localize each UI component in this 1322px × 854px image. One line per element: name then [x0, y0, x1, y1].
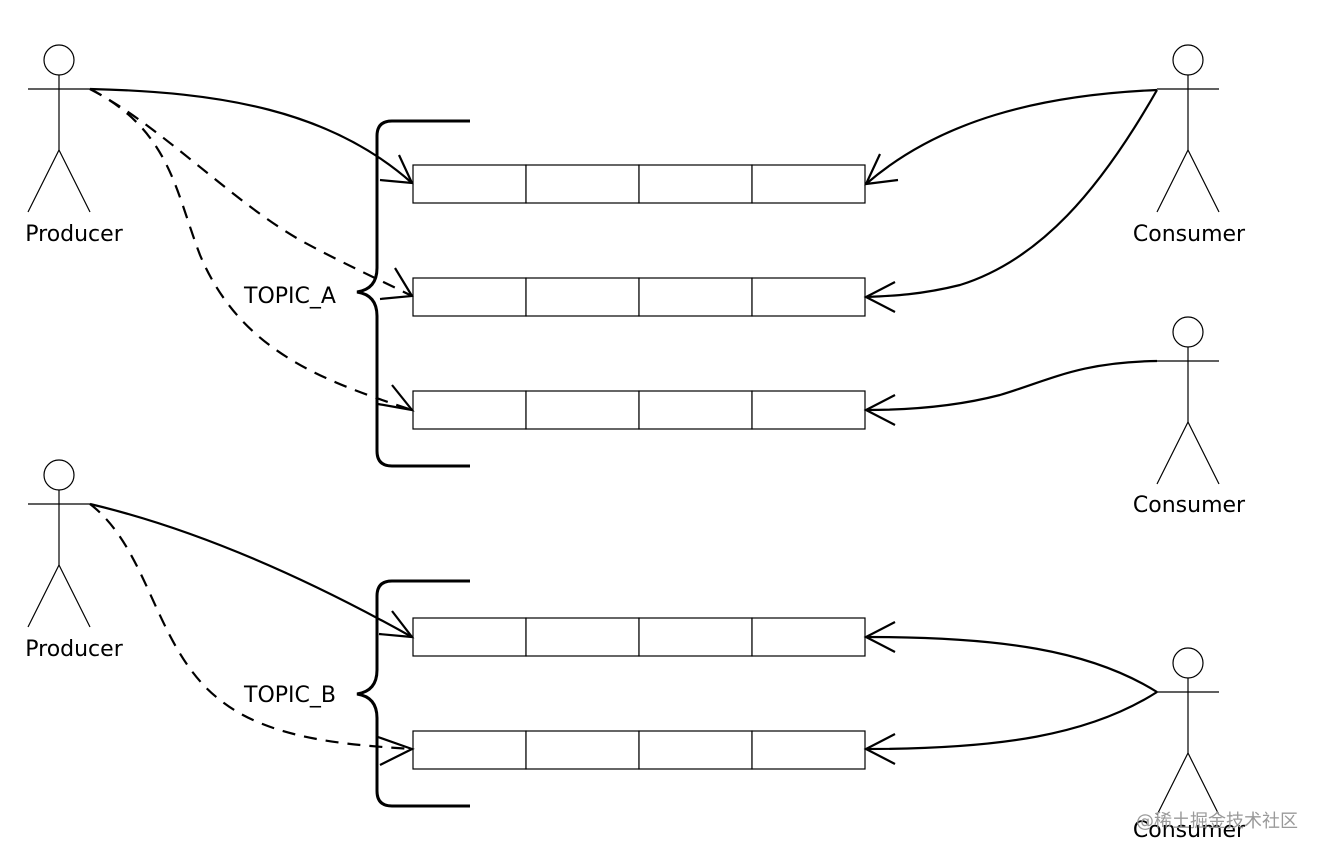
queue-cell: [525, 164, 640, 204]
queue-cell: [751, 617, 866, 657]
arrowhead: [863, 621, 896, 653]
queue-cell: [751, 277, 866, 317]
queue-cell: [638, 390, 753, 430]
actor-consumer-3: Consumer: [1133, 647, 1246, 843]
consumer-1-label: Consumer: [1133, 222, 1246, 247]
arrow-producer-a-to-topic-a-queue-1: [89, 87, 413, 184]
queue-cell: [525, 617, 640, 657]
topic-a-queue-2: [412, 277, 866, 317]
topic-b-group: TOPIC_B: [243, 579, 866, 808]
arrowhead: [864, 153, 899, 186]
queue-cell: [412, 277, 527, 317]
arrowhead: [377, 384, 415, 412]
queue-cell: [638, 617, 753, 657]
consumer-3-label: Consumer: [1133, 818, 1246, 843]
queue-cell: [525, 277, 640, 317]
arrowhead: [863, 281, 896, 313]
queue-cell: [751, 390, 866, 430]
arrowhead: [379, 267, 414, 301]
queue-cell: [525, 730, 640, 770]
queue-cell: [638, 277, 753, 317]
topic-a-queue-3: [412, 390, 866, 430]
arrowhead: [377, 735, 415, 766]
arrow-consumer-2-to-topic-a-queue-3: [865, 359, 1158, 412]
arrow-producer-a-to-topic-a-queue-3: [89, 88, 413, 412]
producer-a-label: Producer: [25, 222, 123, 247]
topic-b-queue-1: [412, 617, 866, 657]
arrowhead: [863, 394, 896, 426]
actor-producer-a: Producer: [25, 44, 124, 247]
arrow-producer-a-to-topic-a-queue-2: [89, 88, 413, 297]
producer-b-label: Producer: [25, 637, 123, 662]
topic-b-label: TOPIC_B: [243, 683, 336, 708]
queue-cell: [412, 390, 527, 430]
queue-cell: [525, 390, 640, 430]
arrow-consumer-1-to-topic-a-queue-2: [865, 89, 1158, 299]
queue-cell: [412, 730, 527, 770]
topic-b-brace: [356, 579, 470, 808]
consumer-connections: [863, 88, 1158, 765]
queue-cell: [751, 164, 866, 204]
topic-a-label: TOPIC_A: [243, 284, 336, 309]
arrow-consumer-1-to-topic-a-queue-1: [865, 88, 1158, 185]
arrow-consumer-3-to-topic-b-queue-1: [865, 635, 1158, 693]
queue-cell: [412, 617, 527, 657]
actor-consumer-2: Consumer: [1133, 316, 1246, 518]
arrow-producer-b-to-topic-b-queue-1: [89, 502, 413, 638]
arrow-consumer-3-to-topic-b-queue-2: [865, 691, 1158, 751]
queue-cell: [751, 730, 866, 770]
arrow-producer-b-to-topic-b-queue-2: [89, 503, 413, 751]
watermark: @稀土掘金技术社区: [1136, 811, 1298, 832]
queue-cell: [638, 164, 753, 204]
queue-cell: [412, 164, 527, 204]
topic-a-group: TOPIC_A: [243, 119, 866, 468]
topic-b-queue-2: [412, 730, 866, 770]
actor-consumer-1: Consumer: [1133, 44, 1246, 247]
arrowhead: [378, 610, 415, 639]
topic-a-queue-1: [412, 164, 866, 204]
producer-a-connections: [89, 87, 415, 412]
consumer-2-label: Consumer: [1133, 493, 1246, 518]
actor-producer-b: Producer: [25, 459, 124, 662]
queue-cell: [638, 730, 753, 770]
arrowhead: [379, 154, 414, 185]
topic-a-brace: [356, 119, 470, 468]
arrowhead: [863, 733, 896, 765]
producer-b-connections: [89, 502, 415, 766]
